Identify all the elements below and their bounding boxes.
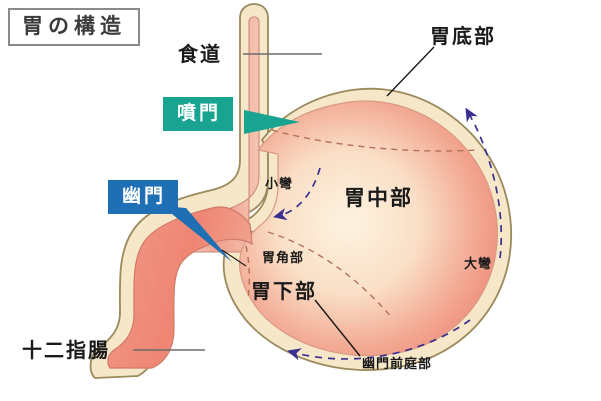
greater-curvature-arc-upper [465, 107, 503, 259]
pylorus-pointer-tip [221, 249, 247, 267]
label-pyloric-antrum: 幽門前庭部 [362, 357, 433, 372]
page-title: 胃の構造 [8, 8, 140, 46]
label-esophagus: 食道 [178, 42, 222, 66]
region-divider-lines [245, 129, 479, 319]
label-angular-incisure: 胃角部 [262, 251, 305, 266]
label-greater-curvature: 大彎 [464, 257, 493, 272]
leader-lines [133, 46, 435, 357]
divider-pylorus-lower [245, 245, 251, 301]
label-fundus: 胃底部 [430, 24, 496, 48]
greater-curvature-arc-lower [287, 319, 471, 361]
curvature-flow-arcs [273, 107, 503, 361]
pylorus-pointer [162, 206, 232, 262]
callout-pylorus: 幽門 [108, 180, 179, 214]
callout-cardia: 噴門 [163, 97, 234, 131]
label-duodenum: 十二指腸 [22, 338, 110, 362]
label-lower-stomach: 胃下部 [251, 279, 317, 303]
callout-pointers [162, 110, 300, 267]
divider-body-lower [267, 231, 393, 319]
leader-antrum [314, 299, 361, 357]
leader-fundus [386, 46, 435, 97]
stomach-mucosa [239, 100, 498, 357]
divider-fundus-body [271, 129, 479, 152]
cardia-pointer [244, 110, 300, 134]
label-stomach-body: 胃中部 [344, 186, 413, 210]
label-lesser-curvature: 小彎 [265, 177, 294, 192]
